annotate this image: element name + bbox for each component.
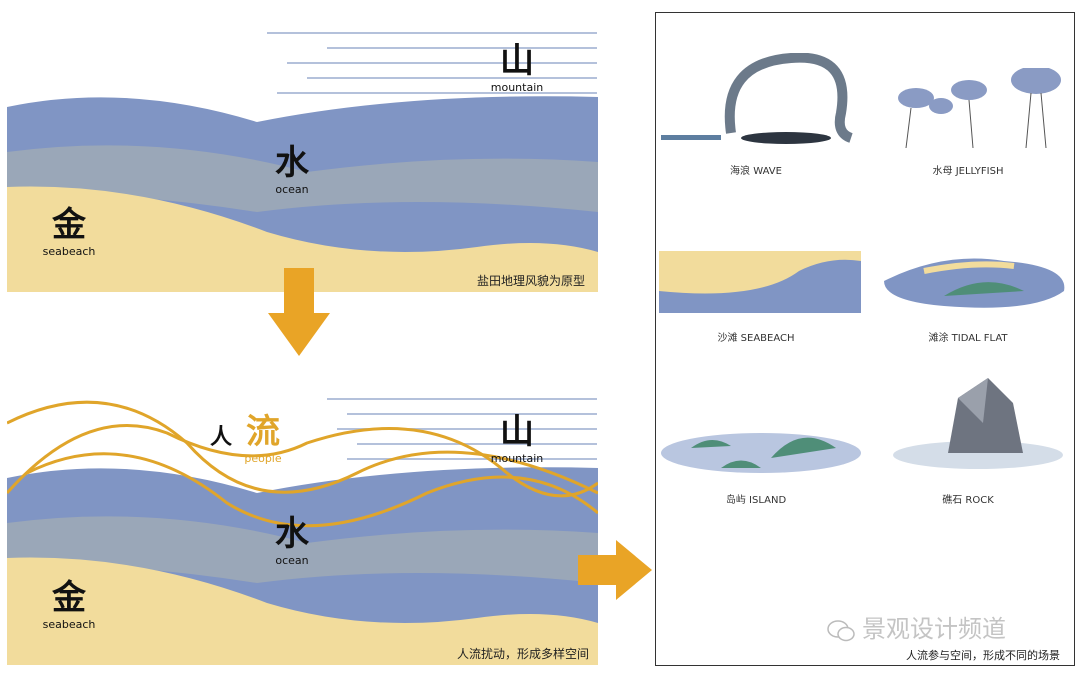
gold-char: 金 xyxy=(52,578,86,618)
wechat-icon xyxy=(827,620,855,642)
down-arrow-icon xyxy=(268,268,330,356)
watermark: 景观设计频道 xyxy=(862,615,1006,643)
landscape-prototype-panel: 山 mountain 水 ocean 金 seabeach 盐田地理风貌为原型 xyxy=(7,12,598,292)
landscape-illustration xyxy=(7,12,598,292)
people-label: people xyxy=(244,452,282,465)
people-flow-panel: 人 流 people 山 mountain 水 ocean 金 seabeach… xyxy=(7,383,598,665)
scene-rock-image xyxy=(893,378,1063,469)
panel-caption: 盐田地理风貌为原型 xyxy=(477,274,586,288)
scene-label-jellyfish: 水母 JELLYFISH xyxy=(932,166,1004,177)
mountain-label: mountain xyxy=(490,452,544,465)
scene-seabeach-image xyxy=(659,251,861,313)
panel-caption: 人流扰动，形成多样空间 xyxy=(457,647,590,661)
scene-label-island: 岛屿 ISLAND xyxy=(725,495,787,506)
scene-wave-image xyxy=(661,53,853,144)
water-char: 水 xyxy=(275,514,309,554)
gold-char: 金 xyxy=(52,205,86,245)
landscape-illustration-people xyxy=(7,383,598,665)
mountain-char: 山 xyxy=(500,412,534,452)
scene-label-seabeach: 沙滩 SEABEACH xyxy=(717,333,795,344)
mountain-char: 山 xyxy=(500,41,534,81)
scene-label-rock: 礁石 ROCK xyxy=(942,495,994,506)
scene-tidal-flat-image xyxy=(884,258,1065,308)
water-char: 水 xyxy=(275,143,309,183)
scene-jellyfish-image xyxy=(898,68,1061,149)
people-char: 流 xyxy=(246,412,280,452)
scene-label-wave: 海浪 WAVE xyxy=(730,166,782,177)
gold-label: seabeach xyxy=(42,245,96,258)
scenes-box: 海浪 WAVE 水母 JELLYFISH 沙滩 SEABEACH 滩涂 TIDA… xyxy=(655,12,1075,666)
water-label: ocean xyxy=(275,554,309,567)
right-arrow-icon xyxy=(578,540,652,600)
gold-label: seabeach xyxy=(42,618,96,631)
water-label: ocean xyxy=(275,183,309,196)
mountain-label: mountain xyxy=(490,81,544,94)
scene-label-tidal-flat: 滩涂 TIDAL FLAT xyxy=(928,333,1008,344)
scenes-caption: 人流参与空间，形成不同的场景 xyxy=(906,649,1060,662)
people-prefix-char: 人 xyxy=(209,425,232,450)
scene-island-image xyxy=(661,433,861,473)
